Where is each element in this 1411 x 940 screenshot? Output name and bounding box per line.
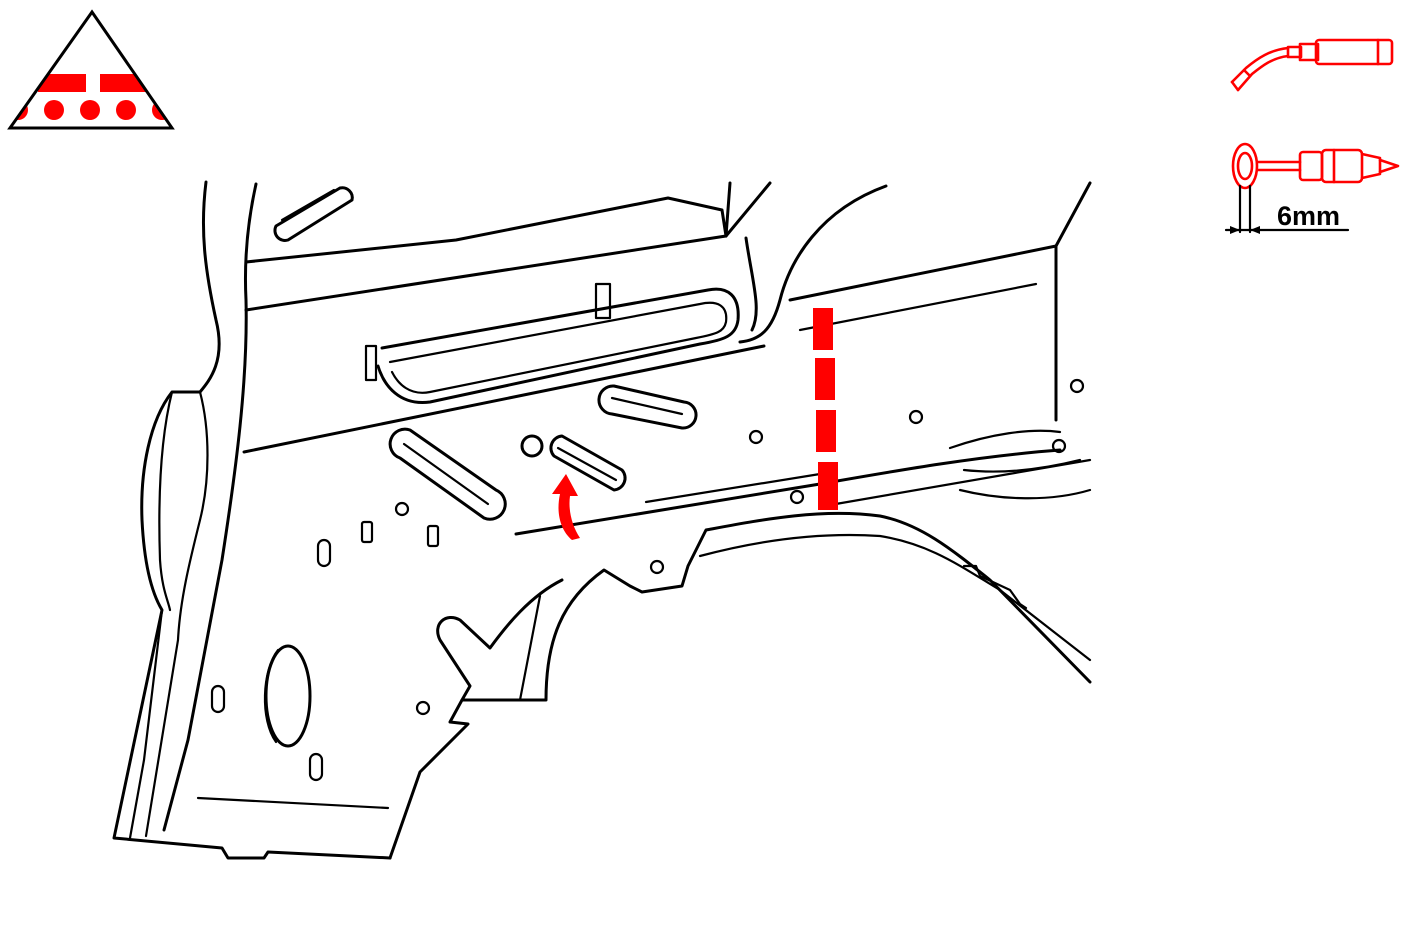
drill-diameter-label: 6mm <box>1277 201 1340 231</box>
drill-dimension-marker <box>1224 184 1350 234</box>
spot-drill-icon <box>1231 142 1400 190</box>
direction-arrow-icon <box>552 474 580 540</box>
pillar-outer-edge <box>112 180 392 860</box>
mig-torch-icon <box>1230 38 1394 92</box>
cut-line-icon <box>813 308 838 510</box>
spot-weld-symbol-icon <box>7 9 175 130</box>
body-panel-drawing <box>112 180 1092 860</box>
